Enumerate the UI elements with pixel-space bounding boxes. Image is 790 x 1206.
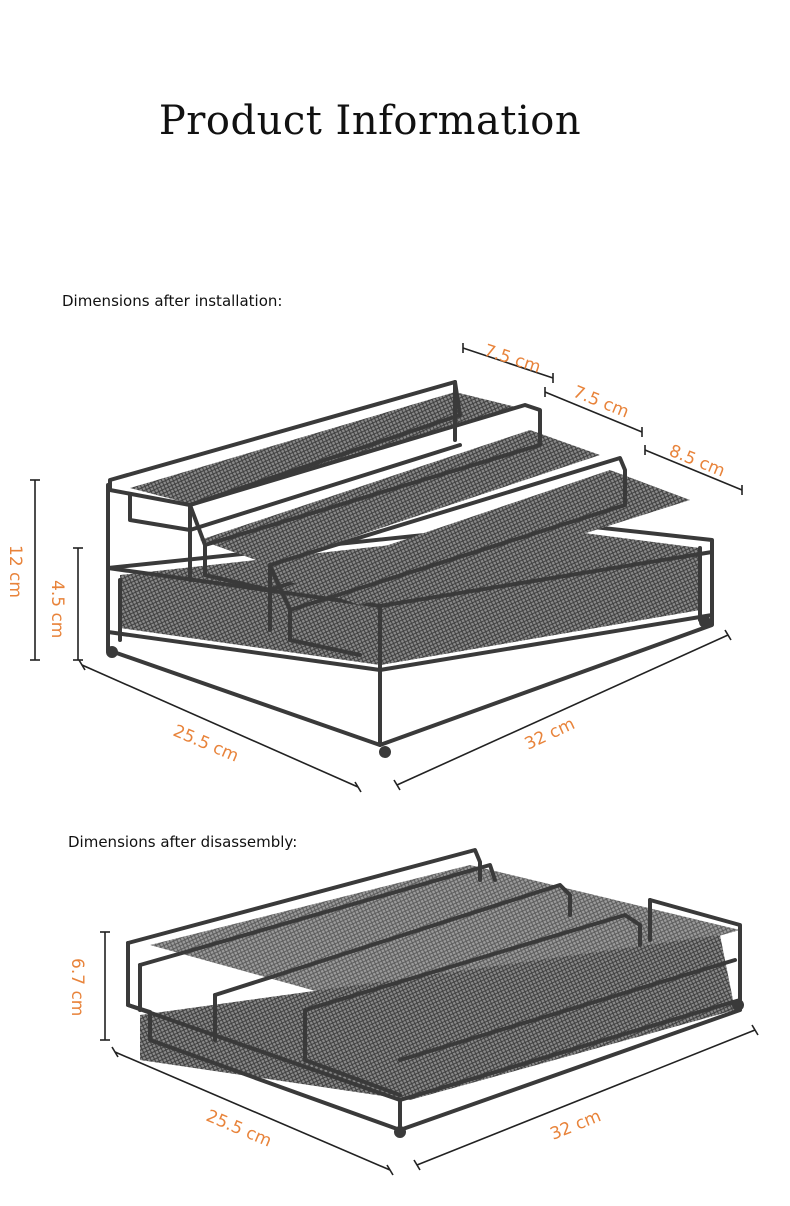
disasm-dim-height: 6.7 cm <box>67 958 87 1016</box>
dim-base-height: 4.5 cm <box>47 580 67 638</box>
dim-tier2-depth: 7.5 cm <box>570 382 632 422</box>
installed-rack-image <box>106 380 714 758</box>
dim-tier1-depth: 7.5 cm <box>481 341 543 378</box>
dim-tier3-depth: 8.5 cm <box>666 441 728 481</box>
installed-dimensions-heading: Dimensions after installation: <box>62 292 283 310</box>
disassembled-rack-image <box>126 848 744 1138</box>
dim-total-height: 12 cm <box>5 545 25 598</box>
disasm-dim-depth: 25.5 cm <box>203 1106 274 1151</box>
page-title: Product Information <box>158 98 582 144</box>
disassembled-dimensions-heading: Dimensions after disassembly: <box>68 833 298 851</box>
disasm-dim-width: 32 cm <box>547 1106 604 1144</box>
dim-depth: 25.5 cm <box>170 721 241 766</box>
dim-width: 32 cm <box>522 714 578 755</box>
